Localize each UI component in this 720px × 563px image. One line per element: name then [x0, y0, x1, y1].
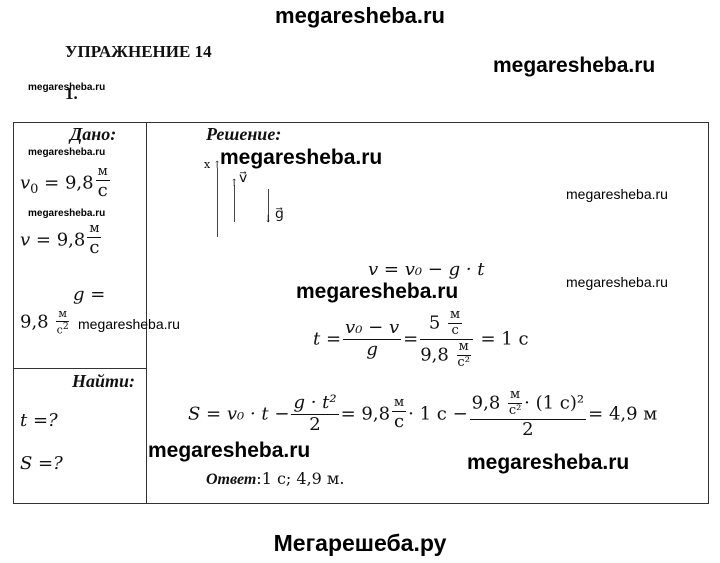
- axis-x-arrow-icon: [217, 168, 218, 237]
- watermark: megaresheba.ru: [28, 82, 106, 93]
- divider: [13, 368, 147, 369]
- gravity-label: g⃗: [275, 206, 284, 222]
- given-g: g =: [73, 284, 106, 305]
- answer: Ответ:1 с; 4,9 м.: [206, 469, 345, 488]
- problem-number: 1.: [65, 84, 78, 103]
- find-label: Найти:: [72, 371, 136, 391]
- find-t: t =?: [20, 410, 58, 431]
- solution-label: Решение:: [206, 124, 282, 144]
- watermark: megaresheba.ru: [28, 147, 106, 158]
- watermark: megaresheba.ru: [296, 280, 459, 303]
- equation-velocity: v = v₀ − g · t: [368, 259, 485, 280]
- axis-x-label: x: [204, 158, 211, 171]
- watermark: megaresheba.ru: [28, 208, 106, 219]
- watermark: megaresheba.ru: [566, 186, 668, 202]
- footer-watermark: Мегарешеба.ру: [273, 530, 447, 556]
- exercise-title: УПРАЖНЕНИЕ 14: [65, 42, 212, 61]
- velocity-arrow-icon: [234, 185, 235, 222]
- given-label: Дано:: [70, 124, 117, 144]
- watermark: megaresheba.ru: [493, 54, 656, 77]
- watermark: megaresheba.ru: [78, 316, 180, 332]
- watermark-top: megaresheba.ru: [275, 3, 445, 28]
- divider: [146, 122, 147, 503]
- solution-table: [13, 122, 709, 504]
- watermark: megaresheba.ru: [220, 146, 383, 169]
- watermark: megaresheba.ru: [148, 439, 311, 462]
- gravity-arrow-icon: [268, 189, 269, 222]
- watermark: megaresheba.ru: [467, 451, 630, 474]
- velocity-label: v⃗: [239, 170, 248, 186]
- find-s: S =?: [20, 453, 63, 474]
- watermark: megaresheba.ru: [566, 274, 668, 290]
